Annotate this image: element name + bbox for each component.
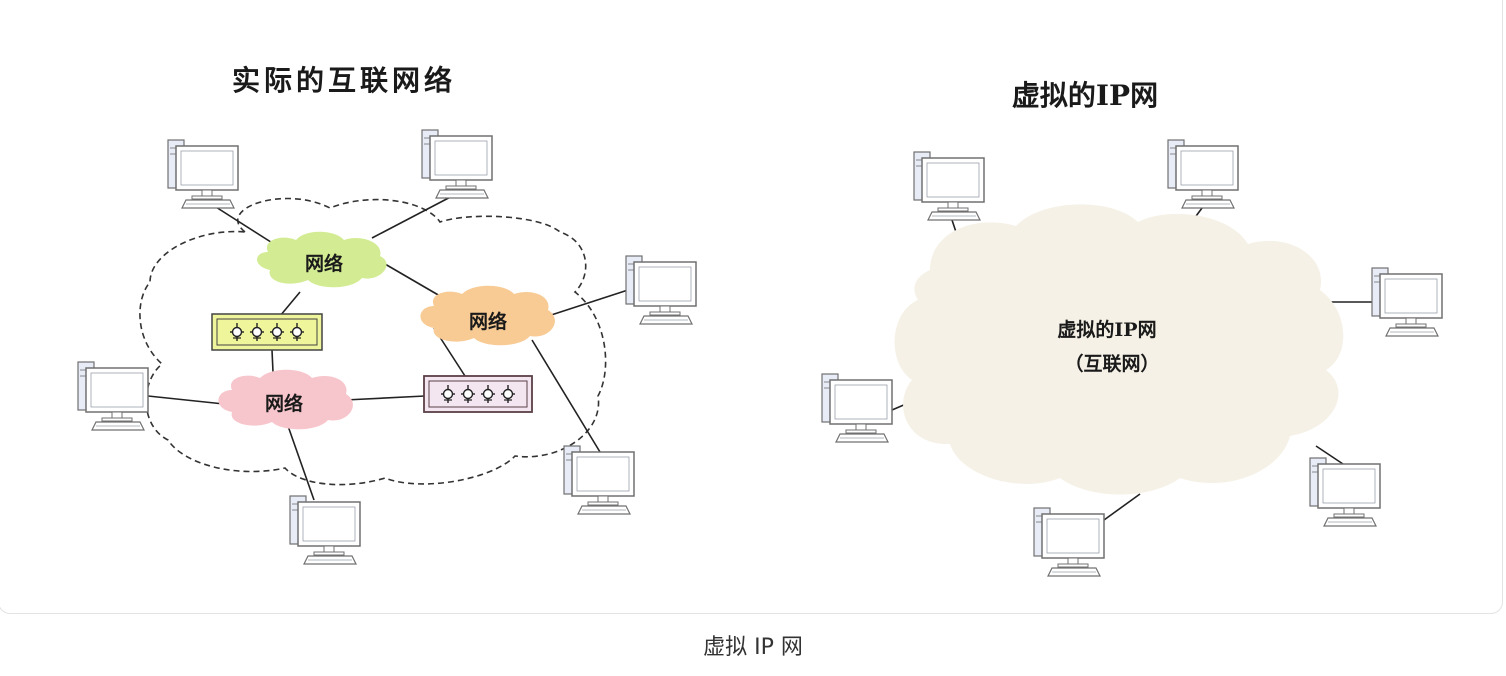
- left-connection-lines: [147, 191, 629, 501]
- desktop-computer-icon: [913, 151, 985, 221]
- network-label-orange: 网络: [469, 310, 507, 333]
- desktop-computer-icon: [563, 445, 635, 515]
- virtual-cloud-label-line2: （互联网）: [1064, 352, 1159, 375]
- internet-boundary-outline: [139, 197, 607, 486]
- router-icon: [423, 375, 533, 413]
- desktop-computer-icon: [625, 255, 697, 325]
- network-label-green: 网络: [305, 252, 343, 275]
- network-cloud-green: 网络: [257, 231, 387, 288]
- virtual-cloud-label-line1: 虚拟的IP网: [1057, 318, 1156, 341]
- figure-caption: 虚拟 IP 网: [703, 635, 803, 660]
- network-cloud-pink: 网络: [218, 369, 353, 430]
- virtual-ip-network-cloud: 虚拟的IP网 （互联网）: [894, 204, 1344, 495]
- network-diagram: 实际的互联网络 网络 网络 网络: [77, 64, 1443, 577]
- desktop-computer-icon: [421, 129, 493, 199]
- router-icon: [211, 313, 323, 351]
- network-label-pink: 网络: [265, 392, 303, 415]
- desktop-computer-icon: [821, 373, 893, 443]
- desktop-computer-icon: [1371, 267, 1443, 337]
- desktop-computer-icon: [1033, 507, 1105, 577]
- desktop-computer-icon: [77, 361, 149, 431]
- desktop-computer-icon: [1167, 139, 1239, 209]
- right-panel-title: 虚拟的IP网: [1012, 79, 1158, 112]
- desktop-computer-icon: [289, 495, 361, 565]
- desktop-computer-icon: [1309, 457, 1381, 527]
- left-panel-title: 实际的互联网络: [232, 64, 456, 97]
- desktop-computer-icon: [167, 139, 239, 209]
- network-cloud-orange: 网络: [420, 285, 555, 346]
